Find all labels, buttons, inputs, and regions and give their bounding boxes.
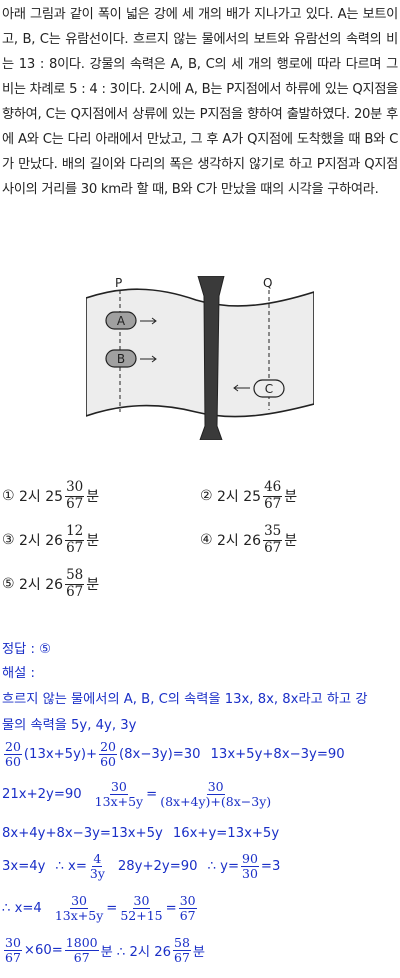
boat-b — [105, 349, 137, 368]
boat-c-label: C — [265, 382, 273, 396]
arrow-right-icon — [140, 317, 157, 325]
arrow-right-icon — [140, 355, 157, 363]
arrow-left-icon — [233, 384, 250, 392]
solution-line-2: 물의 속력을 5y, 4y, 3y — [2, 718, 137, 733]
river-diagram: P Q A B C — [86, 276, 314, 440]
problem-paragraph: 아래 그림과 같이 폭이 넓은 강에 세 개의 배가 지나가고 있다. A는 보… — [2, 7, 398, 197]
answer-line: 정답 : ⑤ — [2, 642, 51, 657]
solution-heading: 해설 : — [2, 666, 35, 681]
label-q: Q — [263, 276, 272, 290]
bridge — [197, 276, 225, 440]
equation-3: 8x+4y+8x−3y=13x+5y 16x+y=13x+5y — [2, 826, 280, 841]
boat-a-label: A — [117, 314, 126, 328]
solution-line-1: 흐르지 않는 물에서의 A, B, C의 속력을 13x, 8x, 8x라고 하… — [2, 692, 368, 707]
boat-a — [105, 311, 137, 330]
boat-c — [253, 379, 285, 398]
problem-text: 아래 그림과 같이 폭이 넓은 강에 세 개의 배가 지나가고 있다. A는 보… — [2, 2, 398, 202]
label-p: P — [115, 276, 122, 290]
boat-b-label: B — [117, 352, 125, 366]
